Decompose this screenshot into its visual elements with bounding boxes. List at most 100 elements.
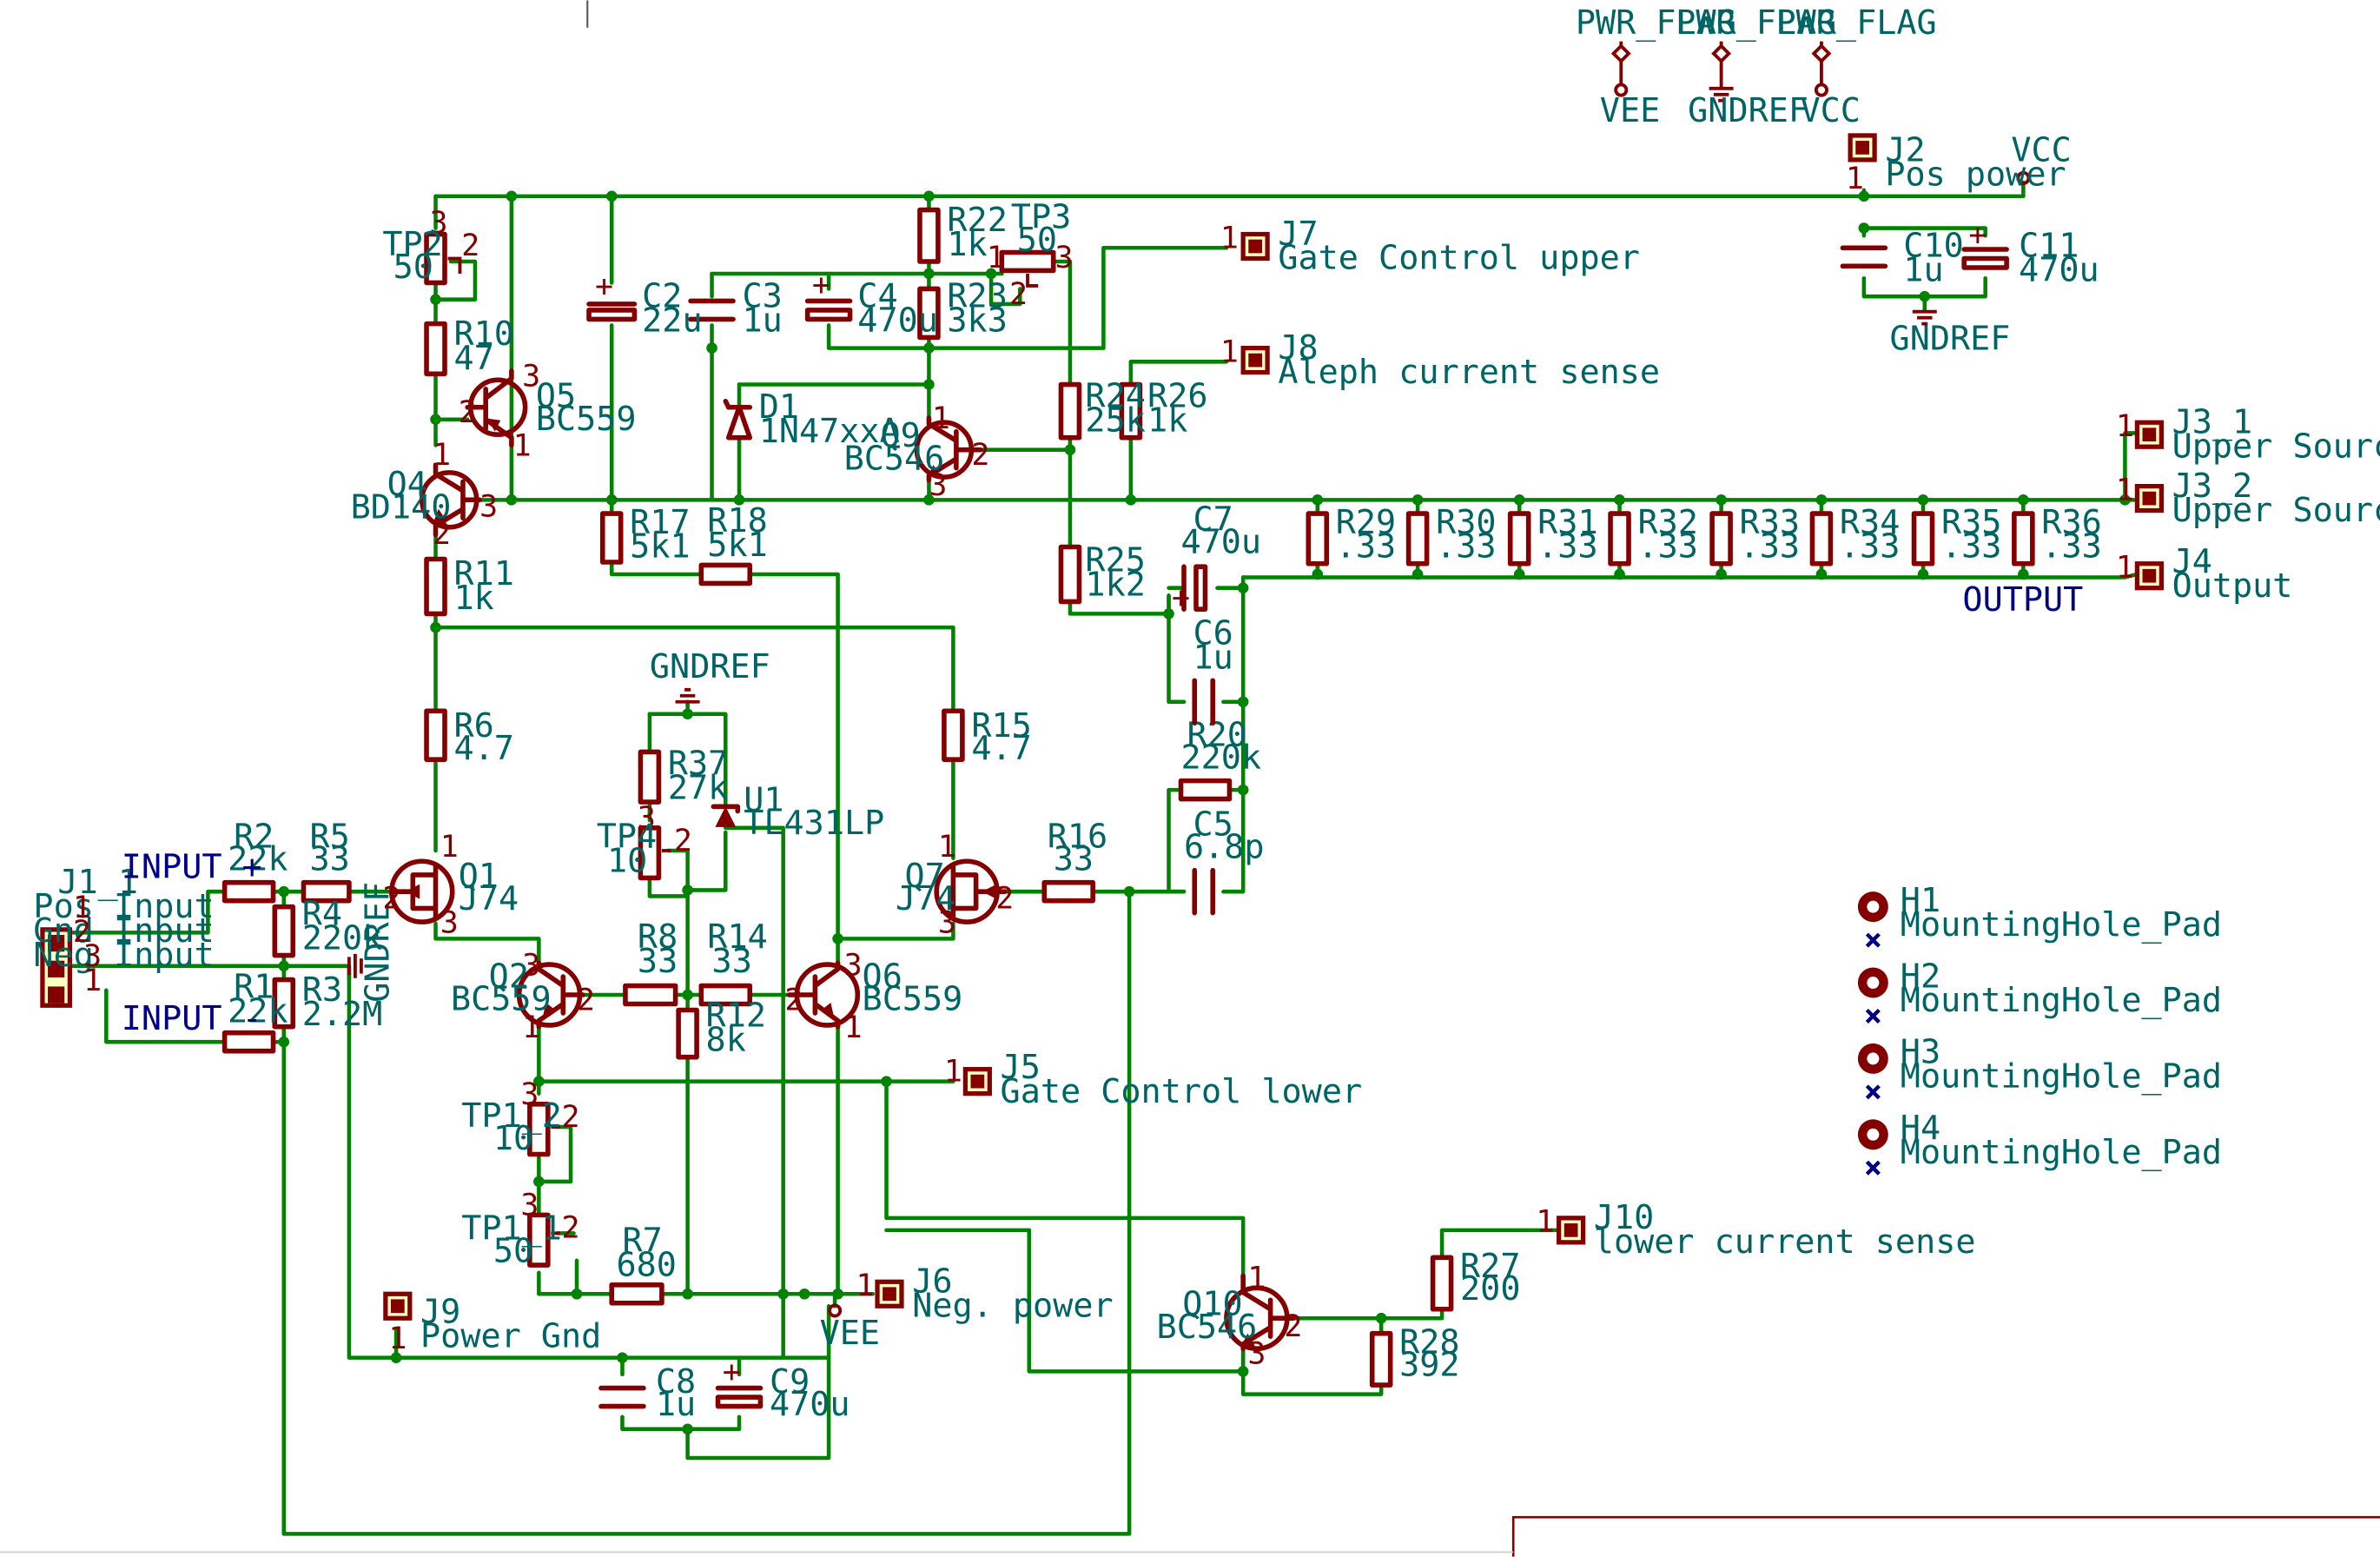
connectors-j6-ref-label: J6 [912, 1262, 952, 1302]
j1-pos-input: Pos Input [33, 887, 214, 926]
resistors-r14-value-label: 33 [712, 942, 752, 981]
transistors-q6-value-label: BC559 [863, 979, 963, 1018]
mounting-holes-1-value-label: MountingHole_Pad [1901, 981, 2222, 1020]
j1-neg-input: Neg Input [33, 936, 214, 975]
pin-numbers-three-label: 3 [440, 905, 459, 940]
capacitors-c5-value-label: 6.8p [1184, 828, 1265, 867]
transistors-q7-ref-label: Q7 [904, 857, 944, 896]
resistors-r15-value-label: 4.7 [971, 729, 1031, 768]
resistors-r4-ref-label: R4 [302, 895, 342, 934]
capacitors-c3-value-label: 1u [743, 301, 783, 340]
vee-power-label: VEE [820, 1314, 880, 1353]
j1-gnd-input: Gnd Input [33, 911, 214, 951]
resistors-r8-ref-label: R8 [638, 918, 678, 957]
connectors-j2-value-label: Pos power [1885, 156, 2066, 195]
transistors-q9-value-label: BC546 [844, 439, 945, 478]
resistors-r26-ref-label: R26 [1147, 377, 1207, 416]
capacitors-c11-value-label: 470u [2019, 251, 2099, 290]
capacitors-c8-ref-label: C8 [656, 1362, 696, 1401]
pin-numbers-three-label: 3 [522, 948, 540, 983]
connectors-j3-2-value-label: Upper Source Res [2172, 491, 2380, 530]
connectors-j8-ref-label: J8 [1278, 328, 1318, 368]
connector-j10: J10 lower current sense 1 [1536, 1198, 1975, 1262]
pin-numbers-one-label: 1 [522, 1010, 540, 1045]
transistors-q1-value-label: J74 [459, 879, 519, 918]
pwr-flag-vee-label: VEE [1600, 91, 1660, 130]
semis-u1-ref-label: U1 [744, 781, 783, 820]
resistors-r27-value-label: 200 [1460, 1269, 1520, 1309]
j1-ref: J1_1 [57, 863, 138, 902]
resistors-r2-ref-label: R2 [234, 818, 274, 857]
resistors-r33-value-label: .33 [1740, 527, 1800, 566]
connectors-j7-value-label: Gate Control upper [1278, 239, 1640, 278]
pin-numbers-three-label: 3 [1247, 1337, 1266, 1372]
resistors-r32-value-label: .33 [1637, 527, 1697, 566]
pin-numbers-three-label: 3 [638, 801, 656, 836]
text-label: + [1968, 218, 1987, 253]
pwr-flag-vcc-label: VCC [1800, 91, 1860, 130]
net-labels: INPUT + INPUT - OUTPUT [122, 580, 2084, 1038]
capacitors-c4-value-label: 470u [857, 301, 938, 340]
connectors-j9-ref-label: J9 [420, 1292, 460, 1331]
resistors [221, 207, 2035, 1388]
resistors-r7-ref-label: R7 [622, 1221, 662, 1260]
resistors-r36-value-label: .33 [2041, 527, 2101, 566]
connector-j9: J9 Power Gnd 1 [383, 1291, 601, 1356]
transistors-q10-ref-label: Q10 [1182, 1285, 1242, 1324]
resistors-r20-value-label: 220k [1181, 739, 1262, 778]
pin-numbers-two-label: 2 [1284, 1309, 1302, 1344]
connector-j7: J7 Gate Control upper 1 [1220, 215, 1640, 278]
transistors-q1-ref-label: Q1 [459, 857, 499, 896]
trimmers-tp1-1-ref-label: TP1_1 [461, 1209, 562, 1248]
vcc-power-label: VCC [2011, 131, 2071, 170]
resistors-r37-value-label: 27k [668, 769, 728, 808]
resistors-r34-ref-label: R34 [1840, 503, 1900, 542]
pin-numbers-two-label: 2 [562, 1211, 580, 1246]
capacitors-c2-value-label: 22u [642, 301, 702, 340]
connectors-j3-2-pin-label: 1 [2116, 473, 2134, 507]
pin-numbers-three-label: 3 [430, 206, 448, 241]
resistors-r8-value-label: 33 [638, 942, 678, 981]
power-symbols: VCC GNDREF GNDREF GNDREF VEE [347, 131, 2072, 1353]
resistors-r17-value-label: 5k1 [630, 527, 690, 566]
resistors-r10-value-label: 47 [453, 339, 493, 378]
connectors-j6-value-label: Neg. power [912, 1286, 1113, 1325]
capacitors-c4-ref-label: C4 [857, 276, 897, 315]
text-label: + [723, 1355, 741, 1390]
pin-numbers-two-label: 2 [995, 881, 1014, 916]
resistors-r5-ref-label: R5 [309, 818, 349, 857]
resistors-r29-ref-label: R29 [1336, 503, 1396, 542]
trimmers-tp2-value-label: 50 [393, 248, 433, 287]
resistors-r31-value-label: .33 [1537, 527, 1597, 566]
transistors-q6-ref-label: Q6 [863, 957, 902, 996]
trimmers-tp4-value-label: 10 [607, 841, 647, 880]
pin-numbers-three-label: 3 [522, 359, 540, 394]
pin-numbers-three-label: 3 [929, 468, 947, 503]
text-label: + [1172, 580, 1190, 615]
connector-j1: J1_1 Pos Input Gnd Input Neg Input 1 2 3… [33, 863, 215, 1008]
capacitors-c6-value-label: 1u [1193, 638, 1233, 677]
resistors-r24-ref-label: R24 [1085, 377, 1145, 416]
text-label: + [595, 269, 613, 304]
trimmers-tp1-2-value-label: 10 [493, 1119, 533, 1158]
connectors-j4-value-label: Output [2172, 566, 2293, 606]
capacitors-c7-value-label: 470u [1181, 523, 1262, 562]
connectors-j6-pin-label: 1 [856, 1269, 875, 1303]
capacitors-c10-value-label: 1u [1903, 251, 1943, 290]
resistors-r12-ref-label: R12 [706, 997, 766, 1036]
trimmers-tp2-ref-label: TP2 [382, 225, 442, 264]
connectors-j3-1-ref-label: J3_1 [2172, 402, 2253, 441]
resistors-r27-ref-label: R27 [1460, 1247, 1520, 1286]
resistors-r17-ref-label: R17 [630, 503, 690, 542]
transistors-q5-value-label: BC559 [536, 400, 637, 439]
connectors-j8-value-label: Aleph current sense [1278, 353, 1660, 392]
transistors-q10-value-label: BC546 [1157, 1308, 1258, 1347]
connectors-j8-pin-label: 1 [1220, 335, 1239, 369]
connectors-j2-pin-label: 1 [1846, 162, 1864, 196]
connectors-j7-ref-label: J7 [1278, 215, 1318, 254]
capacitors-c7-ref-label: C7 [1193, 500, 1233, 539]
pin-numbers-three-label: 3 [938, 905, 956, 940]
trimmers-tp1-1-value-label: 50 [493, 1232, 533, 1271]
